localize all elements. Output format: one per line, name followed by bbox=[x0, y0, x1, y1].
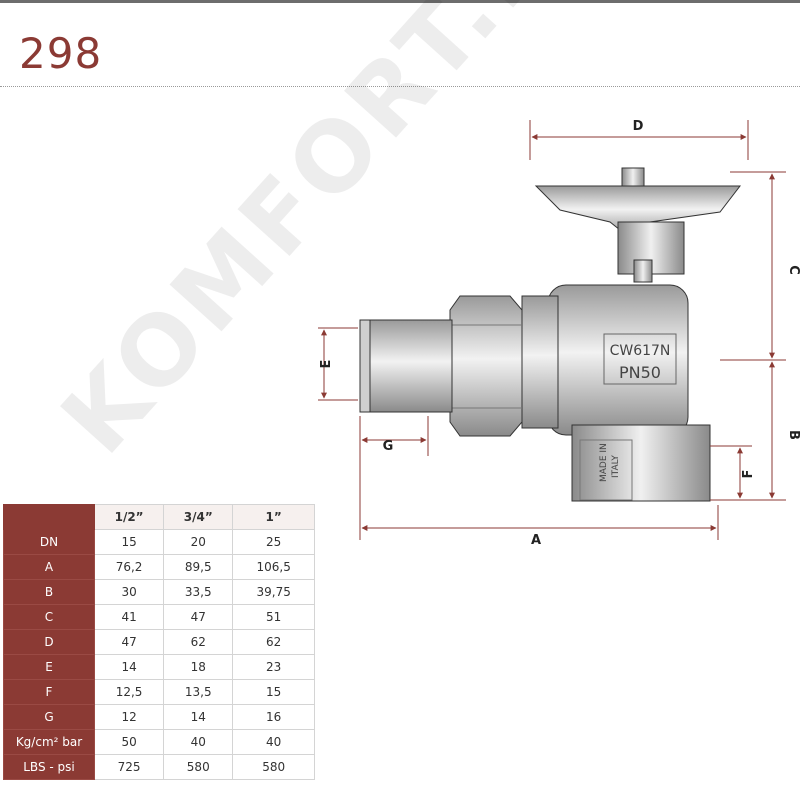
table-row: F 12,5 13,5 15 bbox=[3, 679, 315, 705]
row-label: B bbox=[3, 579, 95, 605]
page-title: 298 bbox=[19, 29, 103, 78]
row-label: DN bbox=[3, 529, 95, 555]
dim-label-b: B bbox=[786, 430, 800, 440]
table-cell: 89,5 bbox=[163, 554, 234, 580]
table-cell: 20 bbox=[163, 529, 234, 555]
row-label: F bbox=[3, 679, 95, 705]
table-row: A 76,2 89,5 106,5 bbox=[3, 554, 315, 580]
table-cell: 76,2 bbox=[93, 554, 165, 580]
table-header-row: 1/2” 3/4” 1” bbox=[3, 504, 315, 530]
table-cell: 15 bbox=[232, 679, 315, 705]
dimension-lines bbox=[318, 120, 786, 540]
table-cell: 47 bbox=[163, 604, 234, 630]
table-cell: 12,5 bbox=[93, 679, 165, 705]
table-row: DN 15 20 25 bbox=[3, 529, 315, 555]
top-rule bbox=[0, 0, 800, 3]
butterfly-handle bbox=[534, 167, 742, 283]
table-row: B 30 33,5 39,75 bbox=[3, 579, 315, 605]
made-in-marking-1: MADE IN bbox=[599, 443, 609, 482]
table-cell: 12 bbox=[93, 704, 165, 730]
dotted-divider bbox=[0, 86, 800, 87]
table-row: D 47 62 62 bbox=[3, 629, 315, 655]
table-row: E 14 18 23 bbox=[3, 654, 315, 680]
row-label: Kg/cm² bar bbox=[3, 729, 95, 755]
row-label: C bbox=[3, 604, 95, 630]
valve-technical-drawing: CW617N PN50 MADE IN ITALY bbox=[300, 110, 800, 550]
table-cell: 14 bbox=[93, 654, 165, 680]
column-header: 3/4” bbox=[163, 504, 234, 530]
table-cell: 23 bbox=[232, 654, 315, 680]
table-cell: 580 bbox=[232, 754, 315, 780]
dim-label-g: G bbox=[383, 439, 394, 454]
table-cell: 15 bbox=[93, 529, 165, 555]
table-cell: 40 bbox=[232, 729, 315, 755]
dimensions-table: 1/2” 3/4” 1” DN 15 20 25 A 76,2 89,5 106… bbox=[3, 504, 315, 780]
made-in-marking-2: ITALY bbox=[611, 455, 621, 478]
row-label: D bbox=[3, 629, 95, 655]
table-cell: 14 bbox=[163, 704, 234, 730]
dim-label-d: D bbox=[633, 119, 644, 134]
dim-label-f: F bbox=[741, 470, 756, 479]
table-cell: 18 bbox=[163, 654, 234, 680]
table-cell: 16 bbox=[232, 704, 315, 730]
dim-label-e: E bbox=[319, 360, 334, 369]
row-label: G bbox=[3, 704, 95, 730]
table-row: G 12 14 16 bbox=[3, 704, 315, 730]
table-cell: 41 bbox=[93, 604, 165, 630]
table-cell: 725 bbox=[93, 754, 165, 780]
valve-drawing-svg: CW617N PN50 MADE IN ITALY bbox=[318, 119, 800, 548]
material-marking: CW617N bbox=[610, 343, 671, 359]
table-cell: 13,5 bbox=[163, 679, 234, 705]
dimension-labels: D C B F E G A bbox=[319, 119, 800, 548]
dim-label-a: A bbox=[531, 533, 541, 548]
table-cell: 40 bbox=[163, 729, 234, 755]
table-cell: 30 bbox=[93, 579, 165, 605]
table-row: Kg/cm² bar 50 40 40 bbox=[3, 729, 315, 755]
column-header: 1/2” bbox=[93, 504, 165, 530]
table-cell: 62 bbox=[232, 629, 315, 655]
dim-label-c: C bbox=[786, 265, 800, 275]
table-cell: 39,75 bbox=[232, 579, 315, 605]
table-row: C 41 47 51 bbox=[3, 604, 315, 630]
table-cell: 62 bbox=[163, 629, 234, 655]
row-label: LBS - psi bbox=[3, 754, 95, 780]
table-cell: 580 bbox=[163, 754, 234, 780]
row-label: E bbox=[3, 654, 95, 680]
column-header: 1” bbox=[232, 504, 315, 530]
table-corner bbox=[3, 504, 95, 530]
row-label: A bbox=[3, 554, 95, 580]
table-cell: 50 bbox=[93, 729, 165, 755]
table-cell: 25 bbox=[232, 529, 315, 555]
pressure-marking: PN50 bbox=[619, 363, 661, 382]
table-cell: 47 bbox=[93, 629, 165, 655]
table-cell: 51 bbox=[232, 604, 315, 630]
table-cell: 33,5 bbox=[163, 579, 234, 605]
table-row: LBS - psi 725 580 580 bbox=[3, 754, 315, 780]
table-cell: 106,5 bbox=[232, 554, 315, 580]
valve-body bbox=[359, 284, 711, 502]
